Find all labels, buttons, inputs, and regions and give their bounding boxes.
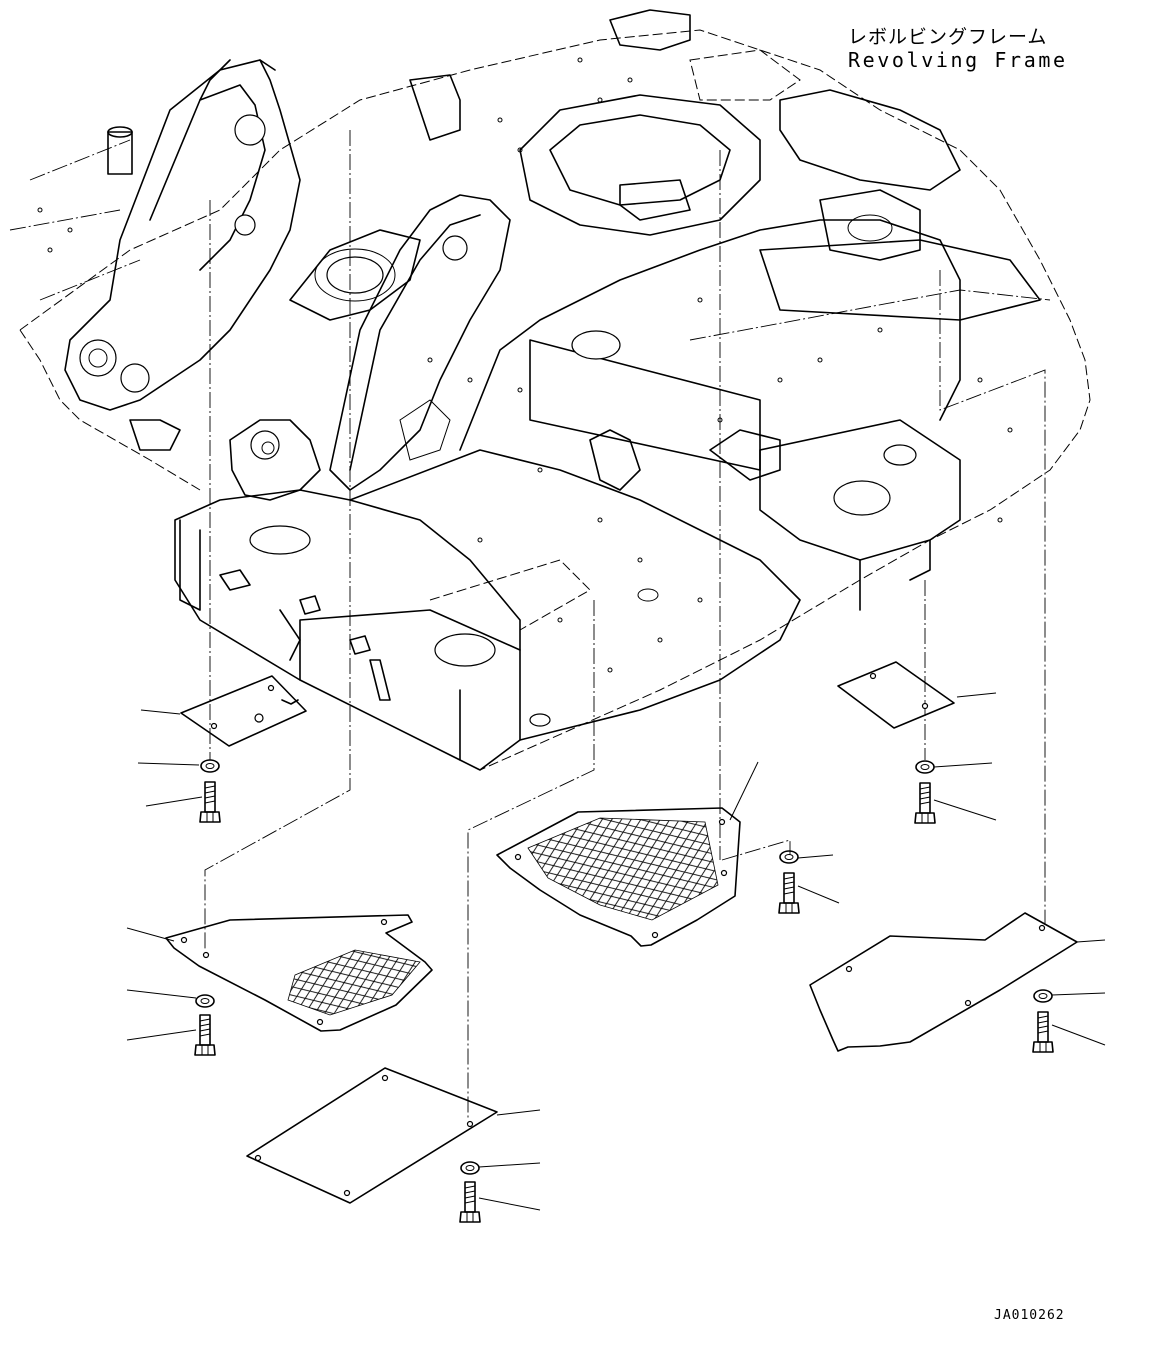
revolving-frame — [9, 9, 1091, 771]
washer-right-1 — [915, 760, 935, 774]
mesh-cover-left — [165, 914, 433, 1032]
callout-leaders — [126, 692, 1106, 1211]
bolt-centre — [778, 872, 800, 914]
washer-left-2 — [195, 994, 215, 1008]
plain-cover-right — [809, 912, 1078, 1052]
assembly-leader-lines — [204, 130, 1046, 1120]
small-cover-left — [180, 675, 307, 747]
bolt-left-1 — [199, 781, 221, 823]
bolt-left-2 — [194, 1014, 216, 1056]
washer-centre — [779, 850, 799, 864]
drawing-number: JA010262 — [994, 1308, 1065, 1323]
washer-right-2 — [1033, 989, 1053, 1003]
bolt-bottom — [459, 1181, 481, 1223]
bolt-right-1 — [914, 782, 936, 824]
bolt-right-2 — [1032, 1011, 1054, 1053]
washer-left-1 — [200, 759, 220, 773]
small-cover-right — [837, 661, 955, 729]
frame-title-english: Revolving Frame — [848, 48, 1068, 72]
plain-cover-bottom — [246, 1067, 498, 1204]
frame-title-japanese: レボルビングフレーム — [848, 26, 1048, 48]
mesh-cover-centre — [496, 807, 741, 947]
washer-bottom — [460, 1161, 480, 1175]
